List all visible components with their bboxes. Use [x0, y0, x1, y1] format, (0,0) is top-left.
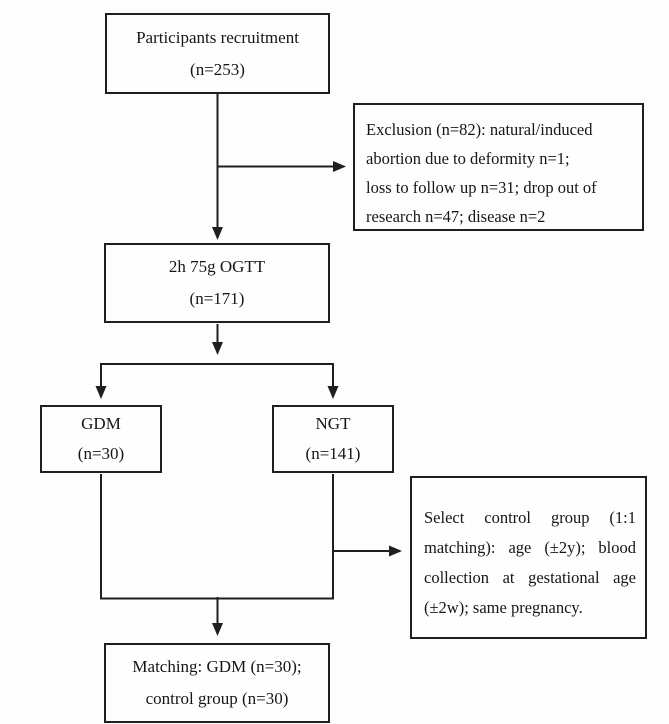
select-control-text-line: Select control group (1:1 [424, 508, 636, 527]
node-label: Participants recruitment [136, 27, 299, 47]
node-count: control group (n=30) [145, 689, 289, 708]
select-control-text-line: (±2w); same pregnancy. [424, 598, 583, 617]
node-count: (n=30) [77, 444, 125, 463]
node-label: 2h 75g OGTT [168, 257, 266, 276]
node-matching: Matching: GDM (n=30); control group (n=3… [104, 643, 330, 723]
exclusion-text-line: abortion due to deformity n=1; [366, 149, 570, 168]
exclusion-text-line: loss to follow up n=31; drop out of [366, 178, 597, 197]
node-ogtt: 2h 75g OGTT (n=171) [104, 243, 330, 323]
node-label: GDM [81, 414, 121, 433]
select-control-text-line: matching): age (±2y); blood [424, 538, 636, 557]
node-count: (n=171) [189, 289, 245, 308]
node-exclusion: Exclusion (n=82): natural/induced aborti… [353, 103, 644, 231]
node-count: (n=253) [190, 59, 245, 79]
node-participants-recruitment: Participants recruitment (n=253) [105, 13, 330, 94]
exclusion-text-line: research n=47; disease n=2 [366, 207, 546, 226]
select-control-text-line: collection at gestational age [424, 568, 636, 587]
node-label: NGT [315, 414, 351, 433]
node-gdm: GDM (n=30) [40, 405, 162, 473]
node-ngt: NGT (n=141) [272, 405, 394, 473]
node-select-control-group: Select control group (1:1 matching): age… [410, 476, 647, 639]
node-label: Matching: GDM (n=30); [132, 657, 302, 676]
node-count: (n=141) [305, 444, 361, 463]
exclusion-text-line: Exclusion (n=82): natural/induced [366, 120, 593, 139]
